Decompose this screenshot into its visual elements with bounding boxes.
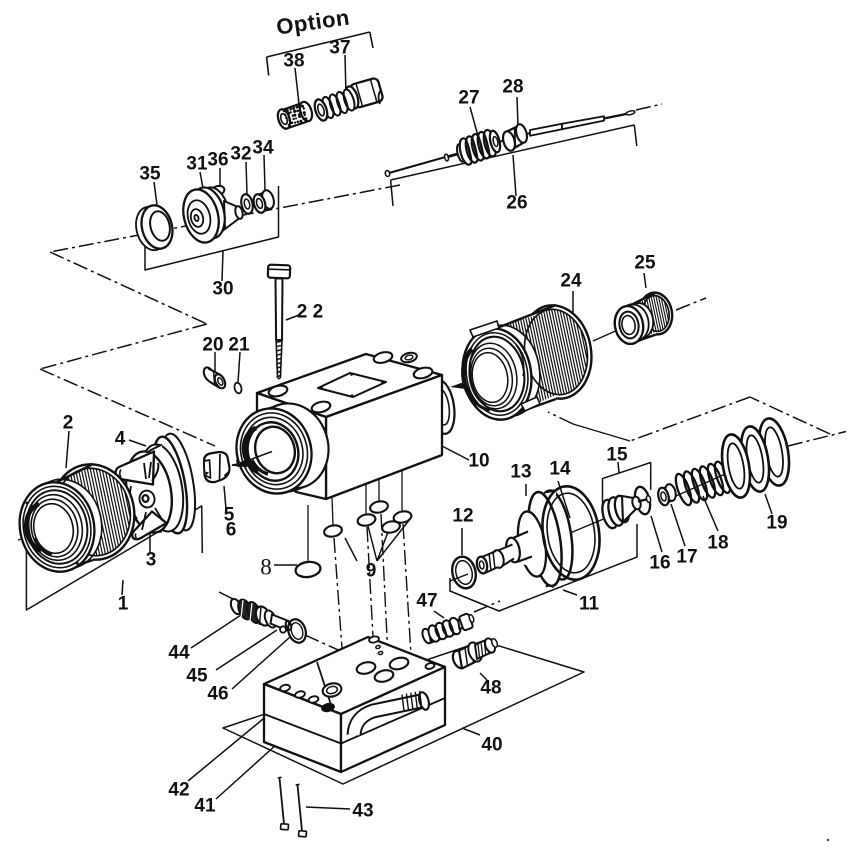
svg-text:36: 36: [207, 150, 228, 171]
svg-text:9: 9: [366, 561, 377, 582]
svg-text:2: 2: [63, 413, 74, 434]
svg-text:20: 20: [202, 335, 223, 356]
svg-text:19: 19: [766, 513, 787, 534]
svg-text:24: 24: [560, 271, 582, 292]
svg-text:14: 14: [549, 459, 571, 480]
svg-text:32: 32: [230, 144, 251, 165]
svg-text:17: 17: [676, 547, 697, 568]
svg-text:35: 35: [139, 164, 161, 185]
svg-text:3: 3: [146, 550, 157, 571]
svg-text:31: 31: [186, 154, 208, 175]
svg-text:26: 26: [506, 193, 527, 214]
svg-text:28: 28: [502, 77, 523, 98]
svg-text:8: 8: [260, 555, 272, 580]
svg-text:43: 43: [352, 801, 373, 822]
svg-text:6: 6: [226, 520, 237, 541]
svg-text:15: 15: [606, 445, 628, 466]
svg-text:34: 34: [252, 138, 274, 159]
svg-text:40: 40: [481, 735, 502, 756]
svg-text:12: 12: [452, 506, 473, 527]
svg-text:5: 5: [224, 505, 235, 526]
svg-text:38: 38: [283, 51, 304, 72]
svg-text:10: 10: [468, 451, 489, 472]
svg-text:37: 37: [329, 38, 350, 59]
svg-text:13: 13: [510, 462, 531, 483]
svg-text:42: 42: [168, 780, 189, 801]
svg-text:30: 30: [212, 279, 233, 300]
svg-text:1: 1: [118, 594, 129, 615]
svg-text:47: 47: [416, 591, 437, 612]
svg-text:4: 4: [115, 429, 126, 450]
svg-text:48: 48: [480, 678, 501, 699]
svg-text:46: 46: [207, 684, 228, 705]
svg-text:27: 27: [458, 88, 479, 109]
svg-text:11: 11: [579, 594, 600, 615]
svg-text:44: 44: [168, 643, 190, 664]
svg-text:45: 45: [186, 666, 208, 687]
svg-text:25: 25: [634, 253, 656, 274]
svg-text:18: 18: [707, 533, 728, 554]
svg-text:2 2: 2 2: [297, 302, 323, 323]
svg-text:16: 16: [649, 553, 670, 574]
svg-text:21: 21: [228, 335, 250, 356]
svg-text:41: 41: [194, 796, 216, 817]
